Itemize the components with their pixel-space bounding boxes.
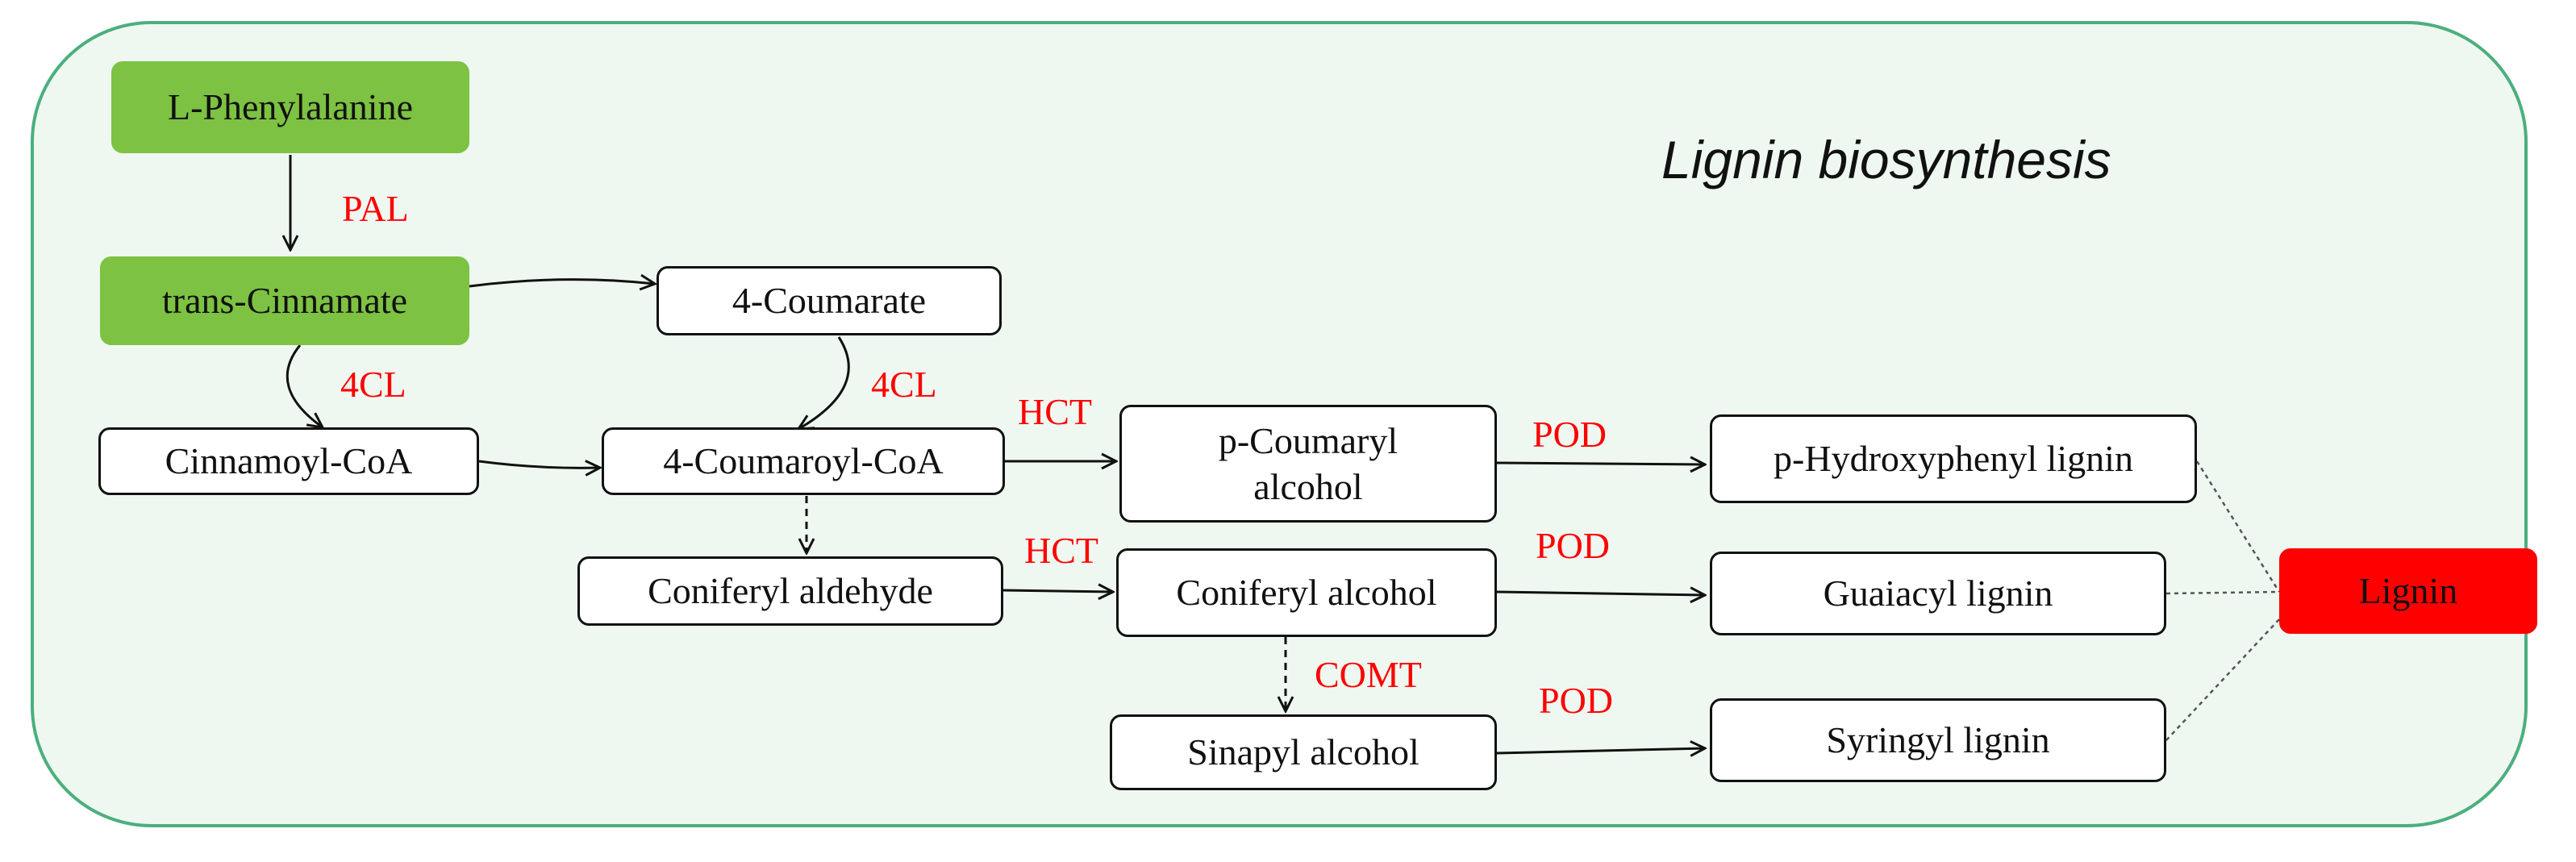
node-4-coumarate: 4-Coumarate <box>657 266 1002 335</box>
enzyme-hct-top: HCT <box>1018 391 1092 432</box>
node-p-hydroxyphenyl-lignin: p-Hydroxyphenyl lignin <box>1710 414 2197 503</box>
arrow-cinnamate-cinnamoylcoa <box>286 344 323 427</box>
arrow-cinnamoylcoa-coumaroylcoa <box>478 461 600 468</box>
arrow-coumarate-coumaroylcoa <box>798 336 850 429</box>
connector-s-lignin <box>2165 618 2280 741</box>
node-coniferyl-aldehyde: Coniferyl aldehyde <box>577 556 1003 626</box>
node-4-coumaroyl-coa: 4-Coumaroyl-CoA <box>602 427 1005 495</box>
node-l-phenylalanine: L-Phenylalanine <box>111 61 469 153</box>
enzyme-pal: PAL <box>342 188 409 229</box>
node-coniferyl-alcohol: Coniferyl alcohol <box>1116 548 1497 637</box>
node-trans-cinnamate: trans-Cinnamate <box>100 256 469 345</box>
diagram-title: Lignin biosynthesis <box>1661 130 2111 189</box>
enzyme-4cl-left: 4CL <box>340 364 406 405</box>
node-p-coumaryl-alcohol: p-Coumaryl alcohol <box>1119 405 1497 523</box>
enzyme-pod-s: POD <box>1539 680 1614 721</box>
arrow-cinnamate-coumarate <box>469 280 655 286</box>
node-lignin: Lignin <box>2279 548 2537 634</box>
enzyme-4cl-right: 4CL <box>871 364 937 405</box>
node-sinapyl-alcohol: Sinapyl alcohol <box>1110 714 1497 790</box>
enzyme-hct-bottom: HCT <box>1024 530 1098 571</box>
arrow-sinapyl-slignin <box>1496 748 1705 753</box>
connector-h-lignin <box>2195 460 2281 593</box>
node-cinnamoyl-coa: Cinnamoyl-CoA <box>98 427 479 495</box>
arrow-pcoumaryl-hlignin <box>1496 463 1705 464</box>
enzyme-pod-g: POD <box>1536 525 1611 566</box>
arrow-coniferyl-glignin <box>1496 592 1705 595</box>
connector-g-lignin <box>2165 590 2280 595</box>
node-syringyl-lignin: Syringyl lignin <box>1710 698 2166 782</box>
node-guaiacyl-lignin: Guaiacyl lignin <box>1710 552 2166 635</box>
enzyme-comt: COMT <box>1315 654 1422 695</box>
arrow-aldehyde-coniferylalcohol <box>1002 590 1113 592</box>
enzyme-pod-h: POD <box>1532 414 1607 455</box>
